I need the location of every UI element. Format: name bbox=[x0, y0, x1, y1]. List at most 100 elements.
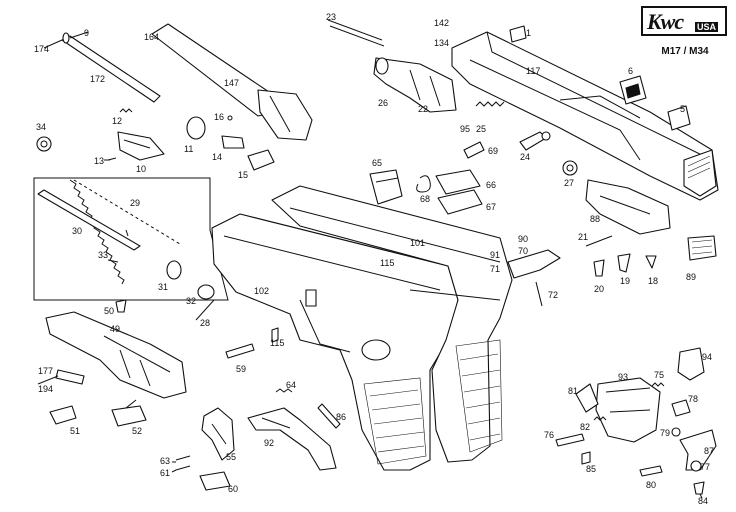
label-52: 52 bbox=[132, 426, 142, 436]
grip-texture-102 bbox=[363, 377, 427, 465]
label-79: 79 bbox=[660, 428, 670, 438]
logo-mark: Kwc bbox=[647, 9, 684, 34]
small-parts-18-20 bbox=[593, 253, 657, 277]
label-85: 85 bbox=[586, 464, 596, 474]
label-22: 22 bbox=[418, 104, 428, 114]
pin-85 bbox=[581, 451, 591, 465]
pin-76 bbox=[555, 433, 585, 447]
ring-27 bbox=[562, 160, 578, 176]
label-115b: 115 bbox=[270, 338, 284, 348]
label-6: 6 bbox=[628, 66, 633, 76]
label-89: 89 bbox=[686, 272, 696, 282]
sear-65 bbox=[369, 169, 403, 205]
pin-59 bbox=[225, 343, 255, 359]
label-66: 66 bbox=[486, 180, 496, 190]
label-23: 23 bbox=[326, 12, 336, 22]
screw-50 bbox=[115, 299, 127, 313]
label-101: 101 bbox=[410, 238, 425, 248]
label-55: 55 bbox=[226, 452, 236, 462]
label-27: 27 bbox=[564, 178, 574, 188]
label-63: 63 bbox=[160, 456, 170, 466]
frame-101 bbox=[271, 185, 513, 463]
label-50: 50 bbox=[104, 306, 114, 316]
label-102: 102 bbox=[254, 286, 269, 296]
label-67: 67 bbox=[486, 202, 496, 212]
label-65: 65 bbox=[372, 158, 382, 168]
logo-sub: USA bbox=[695, 22, 719, 32]
part-60 bbox=[199, 471, 231, 491]
model-title: M17 / M34 bbox=[661, 46, 709, 57]
label-29: 29 bbox=[130, 198, 140, 208]
label-33: 33 bbox=[98, 250, 108, 260]
slide-part bbox=[451, 31, 719, 201]
pin-24 bbox=[519, 131, 551, 151]
label-82: 82 bbox=[580, 422, 590, 432]
label-30: 30 bbox=[72, 226, 82, 236]
part-81 bbox=[575, 383, 599, 413]
part-84 bbox=[693, 481, 705, 495]
magazine-catch-89 bbox=[687, 235, 717, 261]
label-86: 86 bbox=[336, 412, 346, 422]
label-24: 24 bbox=[520, 152, 530, 162]
label-81: 81 bbox=[568, 386, 578, 396]
pin-86 bbox=[317, 403, 341, 429]
label-25: 25 bbox=[476, 124, 486, 134]
label-16: 16 bbox=[214, 112, 224, 122]
label-49: 49 bbox=[110, 324, 120, 334]
label-94: 94 bbox=[702, 352, 712, 362]
label-115a: 115 bbox=[380, 258, 394, 268]
label-72: 72 bbox=[548, 290, 558, 300]
hopup-parts-11-16 bbox=[107, 108, 275, 171]
parts-177-194 bbox=[55, 369, 85, 385]
part-77 bbox=[690, 460, 702, 472]
label-31: 31 bbox=[158, 282, 168, 292]
spring-68 bbox=[416, 175, 431, 193]
hammer-94 bbox=[677, 347, 705, 381]
logo-frame: Kwc USA bbox=[641, 6, 727, 36]
grip-texture-101 bbox=[455, 339, 503, 453]
inner-barrel-172 bbox=[61, 32, 161, 103]
label-11: 11 bbox=[184, 144, 193, 154]
plate-52 bbox=[111, 399, 147, 427]
label-78: 78 bbox=[688, 394, 698, 404]
label-95: 95 bbox=[460, 124, 470, 134]
slide-lock-88 bbox=[585, 179, 671, 235]
label-142: 142 bbox=[434, 18, 449, 28]
label-76: 76 bbox=[544, 430, 554, 440]
label-88: 88 bbox=[590, 214, 600, 224]
rear-sight bbox=[619, 75, 647, 105]
label-21: 21 bbox=[578, 232, 588, 242]
pin-115b bbox=[271, 327, 279, 343]
label-28: 28 bbox=[200, 318, 210, 328]
trigger-bar-92 bbox=[247, 407, 337, 471]
brand-logo: Kwc USA bbox=[641, 6, 727, 50]
springs-75-82 bbox=[593, 382, 665, 421]
slide-stop-70 bbox=[507, 249, 561, 279]
barrel-147 bbox=[151, 23, 313, 141]
label-71: 71 bbox=[490, 264, 500, 274]
part-78 bbox=[671, 399, 691, 417]
label-172: 172 bbox=[90, 74, 105, 84]
label-92: 92 bbox=[264, 438, 274, 448]
part-79 bbox=[671, 427, 681, 437]
label-59: 59 bbox=[236, 364, 246, 374]
label-10: 10 bbox=[136, 164, 146, 174]
label-164: 164 bbox=[144, 32, 159, 42]
spring-guide-rods bbox=[327, 19, 385, 47]
label-77: 77 bbox=[700, 462, 710, 472]
label-32: 32 bbox=[186, 296, 196, 306]
label-51: 51 bbox=[70, 426, 80, 436]
label-5: 5 bbox=[680, 104, 685, 114]
label-15: 15 bbox=[238, 170, 248, 180]
pins-61-63 bbox=[175, 455, 191, 471]
label-117: 117 bbox=[526, 66, 540, 76]
label-194: 194 bbox=[38, 384, 53, 394]
recoil-spring-29 bbox=[69, 179, 181, 285]
hopup-10 bbox=[117, 131, 165, 161]
label-68: 68 bbox=[420, 194, 430, 204]
guide-rod-30 bbox=[37, 189, 141, 251]
slide-plate bbox=[509, 25, 527, 43]
label-19: 19 bbox=[620, 276, 630, 286]
guide-parts-31-33 bbox=[107, 259, 215, 300]
